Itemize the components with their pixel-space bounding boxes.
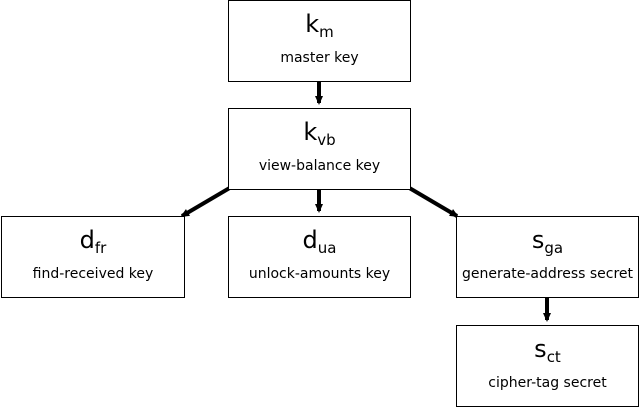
- unlock-amounts-key-label: unlock-amounts key: [248, 266, 391, 282]
- view-balance-key-node: kvb view-balance key: [228, 108, 411, 190]
- generate-address-secret-node: sga generate-address secret: [456, 216, 639, 298]
- cipher-tag-secret-symbol: sct: [534, 335, 561, 366]
- cipher-tag-secret-node: sct cipher-tag secret: [456, 325, 639, 407]
- generate-address-secret-symbol: sga: [531, 226, 564, 257]
- generate-address-secret-label: generate-address secret: [461, 266, 634, 282]
- edge-kvb-dfr: [180, 184, 235, 218]
- master-key-node: km master key: [228, 0, 411, 82]
- find-received-key-node: dfr find-received key: [1, 216, 185, 298]
- view-balance-key-label: view-balance key: [258, 158, 381, 174]
- unlock-amounts-key-symbol: dua: [302, 226, 337, 257]
- view-balance-key-symbol: kvb: [303, 118, 336, 149]
- master-key-symbol: km: [305, 10, 334, 41]
- unlock-amounts-key-node: dua unlock-amounts key: [228, 216, 411, 298]
- find-received-key-label: find-received key: [32, 266, 154, 282]
- edge-kvb-sga: [404, 184, 459, 218]
- find-received-key-symbol: dfr: [79, 226, 107, 257]
- master-key-label: master key: [280, 50, 359, 66]
- cipher-tag-secret-label: cipher-tag secret: [488, 375, 607, 391]
